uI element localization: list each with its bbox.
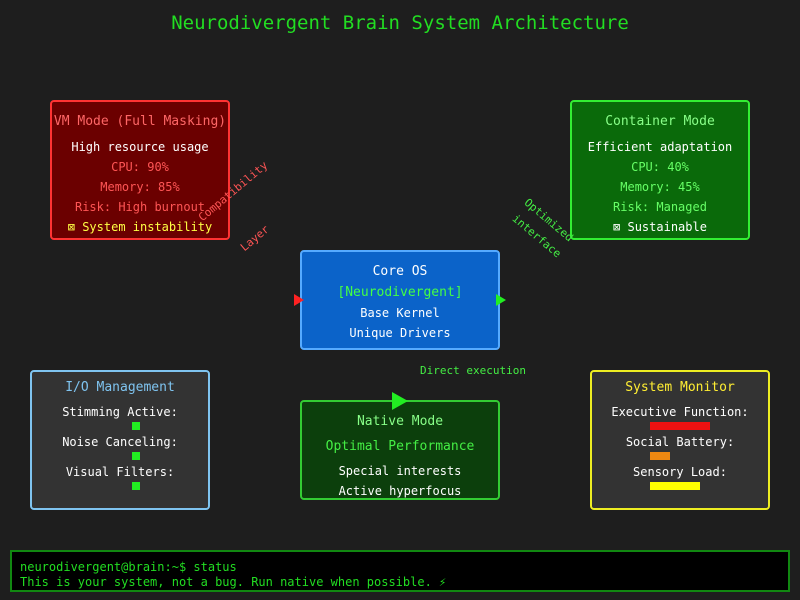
vm-mode-desc: High resource usage [71,140,209,154]
native-mode-subtitle: Optimal Performance [325,439,475,454]
io-indicator [132,452,140,460]
executive-function-bar [650,422,710,430]
io-indicator [132,482,140,490]
sensory-load-bar [650,482,700,490]
red-arrow-icon [294,294,304,306]
io-title: I/O Management [65,380,175,395]
core-os-line2: Unique Drivers [349,326,451,340]
terminal-panel: neurodivergent@brain:~$ status This is y… [10,550,790,592]
core-os-subtitle: [Neurodivergent] [337,285,463,300]
container-mode-status: ⊠ Sustainable [613,220,707,234]
vm-mode-risk: Risk: High burnout [74,200,206,214]
monitor-title: System Monitor [625,380,735,395]
vm-mode-title: VM Mode (Full Masking) [53,114,227,129]
vm-mode-cpu: CPU: 90% [111,160,169,174]
native-arrow-icon [392,392,408,410]
core-os-box: Core OS [Neurodivergent] Base Kernel Uni… [300,250,500,350]
container-mode-desc: Efficient adaptation [587,140,733,154]
social-battery-bar [650,452,670,460]
io-item-label: Stimming Active: [62,405,178,419]
io-management-box: I/O Management Stimming Active: Noise Ca… [30,370,210,510]
core-os-line1: Base Kernel [360,306,440,320]
native-mode-box: Native Mode Optimal Performance Special … [300,400,500,500]
vm-mode-status: ⊠ System instability [67,220,213,234]
monitor-metric-label: Executive Function: [611,405,749,419]
io-item-label: Noise Canceling: [62,435,178,449]
native-mode-title: Native Mode [356,414,444,429]
direct-execution-label: Direct execution [420,364,526,377]
container-mode-title: Container Mode [605,114,715,129]
container-mode-box: Container Mode Efficient adaptation CPU:… [570,100,750,240]
system-monitor-box: System Monitor Executive Function: Socia… [590,370,770,510]
monitor-metric-label: Social Battery: [625,435,735,449]
io-item-label: Visual Filters: [65,465,175,479]
monitor-metric-label: Sensory Load: [633,465,727,479]
container-mode-memory: Memory: 45% [620,180,700,194]
container-mode-cpu: CPU: 40% [631,160,689,174]
vm-mode-box: VM Mode (Full Masking) High resource usa… [50,100,230,240]
io-indicator [132,422,140,430]
container-mode-risk: Risk: Managed [613,200,707,214]
green-arrow-icon [496,294,506,306]
native-mode-line1: Special interests [338,464,462,478]
native-mode-line2: Active hyperfocus [338,484,462,498]
diagram-title: Neurodivergent Brain System Architecture [171,12,629,34]
layer-label: Layer [238,222,272,254]
terminal-message: This is your system, not a bug. Run nati… [20,575,447,589]
vm-mode-memory: Memory: 85% [100,180,180,194]
core-os-title: Core OS [372,264,428,279]
terminal-prompt: neurodivergent@brain:~$ status [20,560,237,574]
